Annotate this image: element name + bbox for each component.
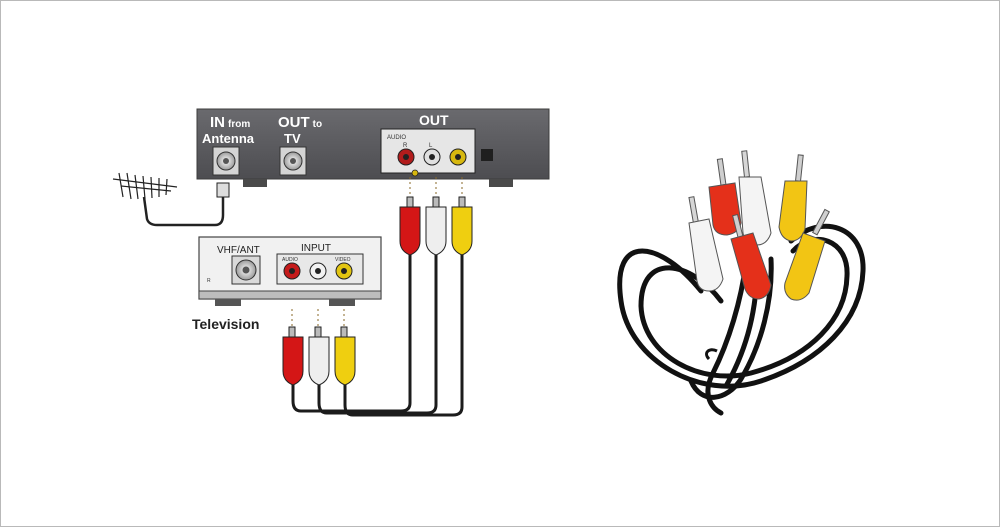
- tv-input-panel: AUDIO VIDEO: [276, 253, 364, 285]
- tv-foot: [329, 299, 355, 306]
- rca-cable-photo: [617, 150, 866, 416]
- coiled-cable: [617, 223, 866, 416]
- input-label: INPUT: [301, 243, 331, 254]
- out-r-label: R: [403, 143, 408, 149]
- out-jack-panel: AUDIO R L: [380, 128, 476, 174]
- white-plug: [738, 176, 772, 246]
- photo-plugs: [688, 150, 830, 301]
- antenna-plug: [216, 182, 230, 198]
- white-plug: [425, 206, 447, 256]
- vhf-ant-label: VHF/ANT: [217, 245, 260, 256]
- red-plug: [282, 336, 304, 386]
- white-plug: [688, 218, 724, 292]
- antenna-in-connector: [212, 146, 240, 176]
- out-to-tv-connector: [279, 146, 307, 176]
- diagram-lower-plugs: [282, 326, 356, 386]
- tv-foot: [215, 299, 241, 306]
- diagram-upper-plugs: [399, 196, 473, 256]
- yellow-plug: [451, 206, 473, 256]
- white-plug: [308, 336, 330, 386]
- tv-antenna-jack: [231, 255, 261, 285]
- out-label: OUT: [419, 112, 449, 128]
- television-box: VHF/ANT R INPUT AUDIO VIDEO Television: [192, 236, 382, 332]
- tv-label: TV: [284, 131, 301, 146]
- tv-audio-label: AUDIO: [282, 257, 298, 263]
- receiver-small-port: [481, 149, 493, 161]
- tv-video-label: VIDEO: [335, 257, 351, 263]
- antenna-label: Antenna: [202, 131, 255, 146]
- diagram-rca-cable: [291, 251, 464, 417]
- red-plug: [730, 232, 772, 300]
- yellow-plug: [778, 180, 808, 242]
- antenna-cable: [142, 195, 225, 227]
- antenna-icon: [112, 172, 178, 200]
- out-l-label: L: [429, 143, 433, 149]
- receiver-foot: [489, 179, 513, 187]
- out-audio-label: AUDIO: [387, 135, 406, 141]
- television-caption: Television: [192, 316, 259, 332]
- yellow-plug: [334, 336, 356, 386]
- tv-small-mark: R: [207, 278, 211, 284]
- receiver-foot: [243, 179, 267, 187]
- red-plug: [399, 206, 421, 256]
- yellow-plug: [784, 232, 826, 301]
- connection-guides: [291, 177, 463, 329]
